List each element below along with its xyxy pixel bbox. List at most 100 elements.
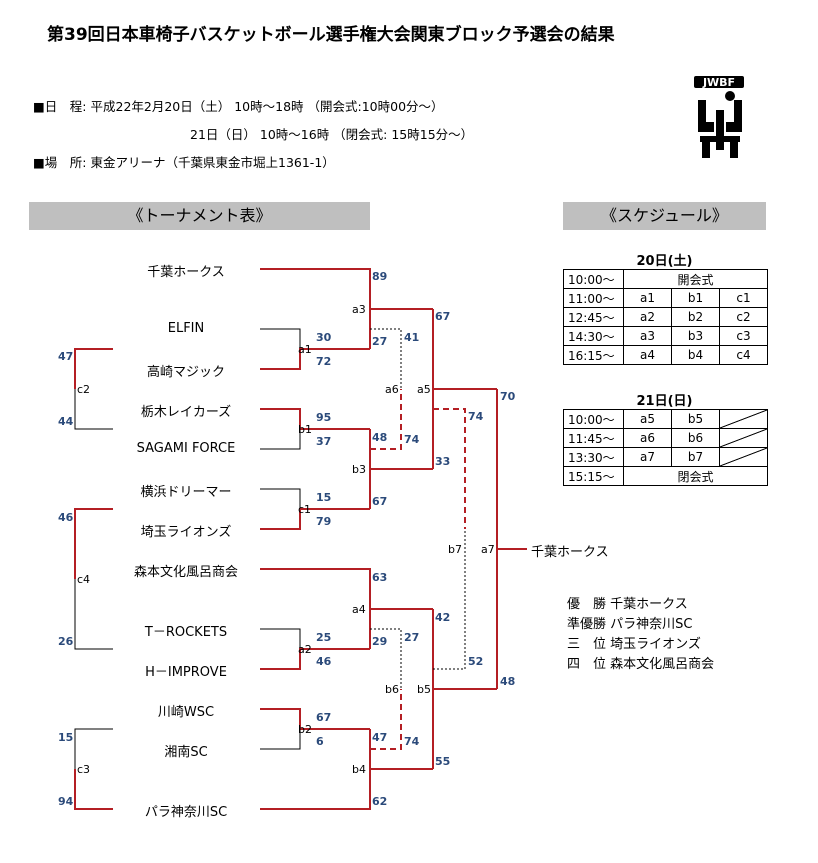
score: 52 [468,655,484,668]
result-rank: 準優勝 [567,617,607,632]
score: 63 [372,571,388,584]
bracket-line [260,729,301,750]
score: 44 [58,415,74,428]
result-team: 森本文化風呂商会 [610,657,715,672]
result-rank: 三 位 [567,637,607,652]
score: 70 [500,390,516,403]
team-takasaki-magic: 高崎マジック [146,365,225,380]
team-shonan-sc: 湘南SC [164,745,208,760]
score: 74 [468,410,484,423]
schedule-time: 10:00～ [563,269,624,289]
result-row: 優 勝 千葉ホークス [567,593,688,612]
score: 25 [316,631,332,644]
score: 33 [435,455,451,468]
result-rank: 四 位 [567,657,607,672]
match-label: b2 [298,723,312,736]
schedule-cell: c4 [719,345,768,365]
schedule-time: 10:00～ [563,409,624,429]
score: 15 [58,731,74,744]
team-tochigi-lakers: 栃木レイカーズ [140,405,232,420]
team-t-rockets: T－ROCKETS [144,625,228,640]
score: 74 [404,433,420,446]
score: 30 [316,331,332,344]
team-elfin: ELFIN [167,321,205,336]
tournament-header: 《トーナメント表》 [29,202,370,230]
bracket-line [260,508,370,530]
wheelchair-basketball-logo-icon: JWBF [694,76,744,158]
score: 67 [435,310,451,323]
score: 46 [316,655,332,668]
schedule-cell: a7 [623,447,672,467]
bracket-line [260,328,301,349]
schedule-cell: b4 [671,345,720,365]
match-label: b5 [417,683,431,696]
schedule-empty-cell [719,409,768,429]
winner-label: 千葉ホークス [531,545,609,560]
bracket-line [433,529,466,670]
bracket-line [260,628,301,649]
schedule-cell: b1 [671,288,720,308]
result-row: 四 位 森本文化風呂商会 [567,653,714,672]
schedule-empty-cell [719,447,768,467]
date-line-2: 21日（日） 10時～16時 （閉会式: 15時15分～） [190,127,474,142]
venue-line: ■場 所: 東金アリーナ（千葉県東金市堀上1361-1） [33,155,335,170]
bracket-line [433,408,466,529]
team-yokohama-dreamer: 横浜ドリーマー [140,485,232,500]
result-team: 埼玉ライオンズ [610,637,701,652]
score: 27 [372,335,388,348]
team-chiba-hawks: 千葉ホークス [147,265,225,280]
score: 94 [58,795,74,808]
score: 89 [372,270,388,283]
team-para-kanagawa: パラ神奈川SC [144,805,228,820]
match-label: c4 [77,573,91,586]
schedule-row: 10:00～開会式 [563,269,768,289]
score: 47 [372,731,388,744]
match-label: a2 [298,643,312,656]
score: 62 [372,795,388,808]
team-saitama-lions: 埼玉ライオンズ [140,525,232,540]
schedule-cell: a3 [623,326,672,346]
bracket-line [260,708,370,730]
schedule-time: 15:15～ [563,466,624,486]
match-label: a5 [417,383,431,396]
team-kawasaki-wsc: 川崎WSC [157,705,215,720]
schedule-header: 《スケジュール》 [563,202,766,230]
bracket-line [260,568,433,610]
page-title: 第39回日本車椅子バスケットボール選手権大会関東ブロック予選会の結果 [47,25,615,45]
score: 6 [316,735,324,748]
schedule-cell: a5 [623,409,672,429]
result-row: 準優勝 パラ神奈川SC [567,613,693,632]
schedule-cell: a2 [623,307,672,327]
result-row: 三 位 埼玉ライオンズ [567,633,701,652]
match-label: b6 [385,683,399,696]
bracket-line [260,488,301,509]
team-sagami-force: SAGAMI FORCE [136,441,236,456]
match-label: b1 [298,423,312,436]
svg-text:JWBF: JWBF [702,76,735,89]
schedule-cell: b5 [671,409,720,429]
score: 74 [404,735,420,748]
schedule-cell: a6 [623,428,672,448]
schedule-time: 11:00～ [563,288,624,308]
score: 72 [316,355,332,368]
match-label: b3 [352,463,366,476]
bracket-line [260,429,301,450]
score: 46 [58,511,74,524]
schedule-cell: a4 [623,345,672,365]
match-label: a4 [352,603,366,616]
bracket-line [260,348,370,370]
match-label: b4 [352,763,366,776]
bracket-line [74,348,113,389]
match-label: b7 [448,543,462,556]
schedule-time: 16:15～ [563,345,624,365]
match-label: c2 [77,383,91,396]
match-label: c3 [77,763,91,776]
score: 48 [500,675,516,688]
result-rank: 優 勝 [567,597,607,612]
schedule-time: 13:30～ [563,447,624,467]
